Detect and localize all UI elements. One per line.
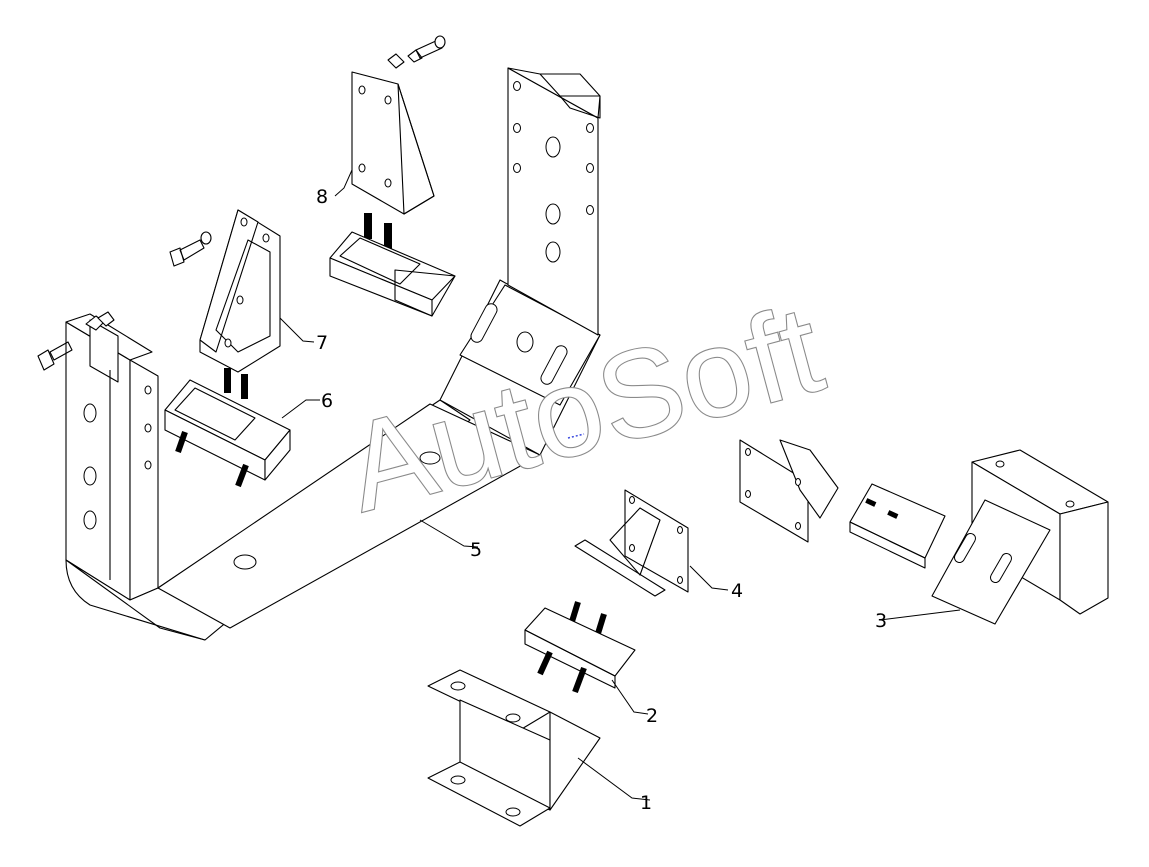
part-7-bracket bbox=[169, 209, 281, 373]
part-4-bracket bbox=[574, 489, 689, 597]
callout-8: 8 bbox=[316, 186, 328, 208]
callout-2: 2 bbox=[646, 705, 658, 727]
part-3-bracket bbox=[931, 449, 1109, 625]
callout-1: 1 bbox=[640, 792, 652, 814]
callout-6: 6 bbox=[321, 390, 333, 412]
bolt-icon bbox=[387, 35, 446, 69]
callout-5: 5 bbox=[470, 539, 482, 561]
part-8-bracket bbox=[329, 35, 456, 317]
callout-4: 4 bbox=[731, 580, 743, 602]
part-2-mount bbox=[524, 601, 636, 694]
part-5-frame bbox=[65, 67, 601, 641]
bolt-icon bbox=[37, 311, 115, 371]
part-6-mount bbox=[37, 311, 291, 488]
callout-7: 7 bbox=[316, 332, 328, 354]
part-right-plate bbox=[739, 439, 946, 569]
bolt-icon bbox=[169, 231, 212, 267]
part-1-bracket bbox=[427, 669, 601, 827]
callout-3: 3 bbox=[875, 610, 887, 632]
